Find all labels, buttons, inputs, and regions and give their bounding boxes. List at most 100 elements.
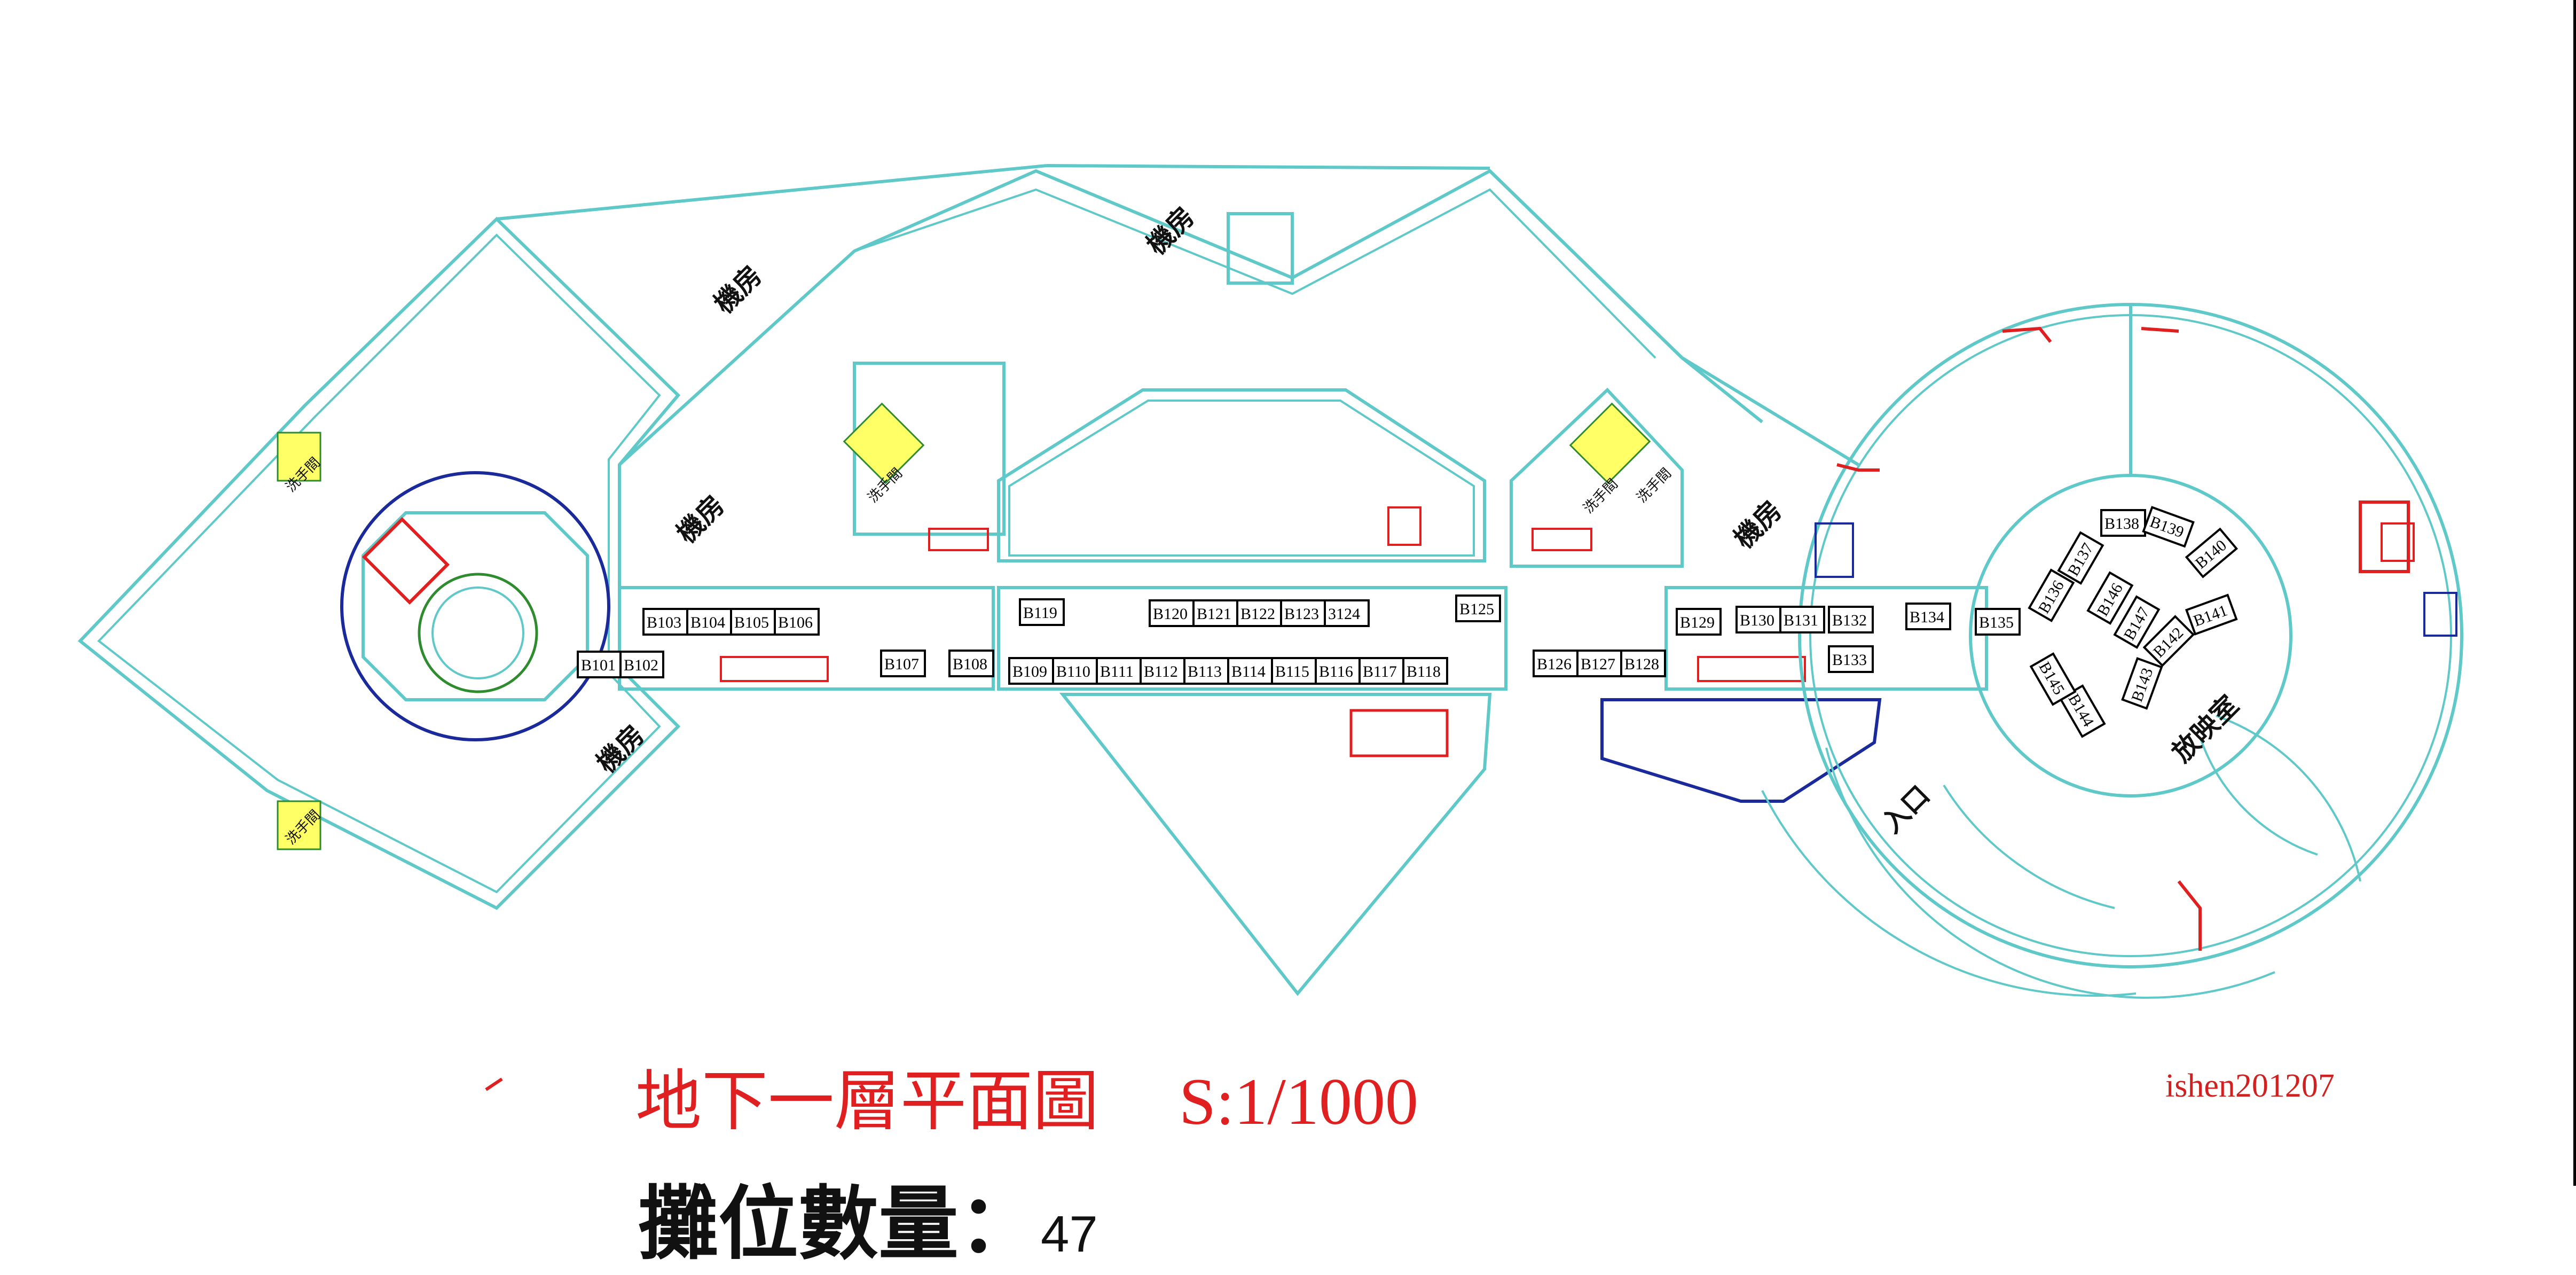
right-wing	[1488, 169, 2463, 999]
booth[interactable]: B113	[1183, 657, 1229, 685]
booth[interactable]: B138	[2100, 509, 2146, 537]
booth[interactable]: B110	[1052, 657, 1098, 685]
booth-label: B112	[1144, 663, 1178, 680]
booth-label: B122	[1240, 605, 1275, 623]
booth-label: B103	[647, 614, 681, 631]
booth[interactable]: B111	[1096, 657, 1142, 685]
booth-count-separator: ：	[959, 1178, 1039, 1271]
booth[interactable]: B133	[1828, 645, 1874, 673]
plan-title-text: 地下一層平面圖	[635, 1063, 1099, 1140]
booth[interactable]: B143	[2121, 657, 2163, 710]
machine-room-label: 機房	[591, 719, 650, 779]
booth-label: B117	[1363, 663, 1397, 680]
booth-label: B128	[1624, 655, 1659, 673]
booth-label: B110	[1056, 663, 1090, 680]
right-border	[2573, 0, 2576, 1186]
booth-label: B106	[778, 614, 813, 631]
booth-label: B118	[1407, 663, 1441, 680]
credit-text: ishen201207	[2165, 1068, 2335, 1104]
booth[interactable]: B141	[2185, 593, 2238, 636]
booth[interactable]: B140	[2185, 527, 2239, 578]
booth-label: B134	[1910, 608, 1944, 626]
booth[interactable]: B115	[1271, 657, 1317, 685]
booth[interactable]: B135	[1975, 608, 2021, 636]
booth[interactable]: B132	[1828, 606, 1874, 633]
booth[interactable]: B105	[730, 608, 776, 636]
booth[interactable]: B107	[880, 650, 926, 677]
booth-count-label: 攤位數量	[638, 1178, 959, 1271]
booth[interactable]: B102	[619, 651, 664, 678]
entrance-label: 入口	[1876, 779, 1936, 839]
middle-wing	[618, 169, 1763, 996]
booth-label: B115	[1275, 663, 1309, 680]
booth-label: B126	[1537, 655, 1572, 673]
plan-title: 地下一層平面圖 S:1/1000	[635, 1047, 1418, 1143]
restroom-label: 洗手間	[1581, 476, 1621, 517]
booth[interactable]: B101	[577, 651, 622, 678]
booth-label: B132	[1832, 612, 1867, 629]
machine-room-label: 機房	[671, 489, 731, 549]
booth-label: B108	[953, 655, 987, 673]
booth-label: B129	[1680, 614, 1715, 631]
booth-label: B133	[1832, 651, 1867, 669]
left-wing	[77, 164, 1490, 910]
booth[interactable]: B104	[686, 608, 732, 636]
booth-label: B111	[1100, 663, 1134, 680]
booth[interactable]: B146	[2086, 571, 2134, 625]
booth-label: 3124	[1328, 605, 1360, 623]
booth[interactable]: B134	[1905, 603, 1951, 630]
plan-scale: S:1/1000	[1179, 1065, 1418, 1138]
booth[interactable]: B137	[2057, 531, 2104, 585]
booth[interactable]: B119	[1019, 598, 1065, 626]
booth-label: B101	[581, 656, 616, 674]
booth-label: B113	[1188, 663, 1222, 680]
booth-count-value: 47	[1041, 1206, 1098, 1263]
booth-label: B123	[1284, 605, 1319, 623]
booth[interactable]: B130	[1735, 606, 1781, 633]
booth-label: B104	[690, 614, 725, 631]
booth-label: B125	[1459, 600, 1494, 618]
booth[interactable]: B108	[948, 650, 994, 677]
booth[interactable]: B117	[1358, 657, 1404, 685]
booth-label: B135	[1979, 614, 2014, 631]
machine-room-label: 機房	[708, 260, 768, 319]
booth[interactable]: B122	[1236, 599, 1282, 627]
booth-label: B131	[1784, 612, 1818, 629]
booth-label: B121	[1197, 605, 1231, 623]
booth[interactable]: B147	[2113, 595, 2161, 649]
booth[interactable]: B103	[642, 608, 688, 636]
booth[interactable]: B121	[1192, 599, 1238, 627]
booth-count: 攤位數量：47	[638, 1159, 1098, 1275]
booth[interactable]: B114	[1227, 657, 1273, 685]
booth-label: B107	[884, 655, 919, 673]
booth-label: B138	[2104, 515, 2139, 533]
booth-label: B116	[1319, 663, 1353, 680]
booth-label: B127	[1581, 655, 1615, 673]
booth[interactable]: B136	[2028, 568, 2075, 622]
booth[interactable]: B129	[1676, 608, 1722, 636]
booth[interactable]: B123	[1280, 599, 1326, 627]
restroom-label: 洗手間	[1634, 465, 1675, 506]
booth[interactable]: B128	[1620, 650, 1666, 677]
booth-label: B109	[1012, 663, 1047, 680]
booth-label: B120	[1153, 605, 1188, 623]
booth[interactable]: B131	[1779, 606, 1825, 633]
booth[interactable]: 3124	[1324, 599, 1370, 627]
booth-label: B114	[1231, 663, 1266, 680]
booth-label: B119	[1023, 604, 1057, 622]
booth[interactable]: B126	[1533, 650, 1578, 677]
booth[interactable]: B116	[1315, 657, 1361, 685]
booth[interactable]: B118	[1402, 657, 1448, 685]
booth[interactable]: B109	[1008, 657, 1054, 685]
booth-label: B102	[624, 656, 658, 674]
booth[interactable]: B127	[1576, 650, 1622, 677]
booth[interactable]: B125	[1455, 595, 1501, 622]
booth[interactable]: B139	[2142, 506, 2195, 548]
booth[interactable]: B106	[774, 608, 820, 636]
machine-room-label: 機房	[1728, 495, 1788, 554]
booth[interactable]: B112	[1140, 657, 1185, 685]
screening-room-label: 放映室	[2166, 689, 2245, 768]
booth-layer: B101 B102 B103 B104 B105 B106 B107 B108 …	[577, 506, 2239, 738]
booth[interactable]: B120	[1149, 599, 1195, 627]
